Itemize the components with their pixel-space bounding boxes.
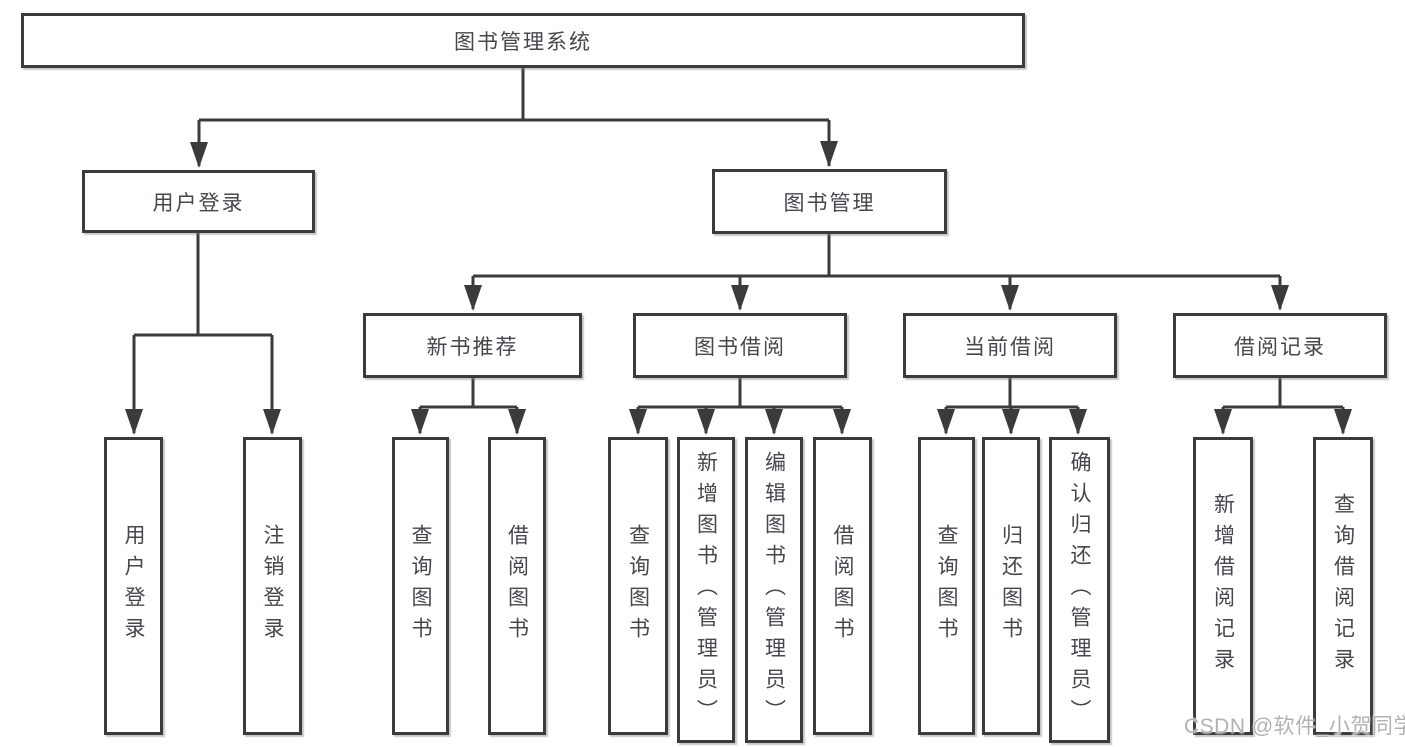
node-book-borrowing: 图书借阅 <box>633 313 847 378</box>
node-leaf-return-books: 归还图书 <box>982 437 1040 735</box>
node-leaf-confirm-return-admin: 确认归还（管理员） <box>1049 437 1110 743</box>
node-root-library-management-system: 图书管理系统 <box>21 13 1025 68</box>
csdn-watermark: CSDN @软件_小贺同学 <box>1184 715 1405 738</box>
node-leaf-user-login: 用户登录 <box>104 437 163 735</box>
node-leaf-query-books-borrowing: 查询图书 <box>608 437 668 735</box>
node-leaf-borrow-books: 借阅图书 <box>813 437 872 735</box>
node-leaf-add-books-admin: 新增图书（管理员） <box>677 437 735 743</box>
node-leaf-query-books-current: 查询图书 <box>918 437 975 735</box>
node-leaf-add-borrow-record: 新增借阅记录 <box>1193 437 1253 735</box>
node-new-book-recommend: 新书推荐 <box>363 313 582 378</box>
node-leaf-query-borrow-record: 查询借阅记录 <box>1313 437 1373 735</box>
node-user-login: 用户登录 <box>82 170 315 233</box>
node-leaf-edit-books-admin: 编辑图书（管理员） <box>745 437 803 743</box>
node-current-borrowing: 当前借阅 <box>903 313 1117 378</box>
node-leaf-logout: 注销登录 <box>243 437 302 735</box>
node-leaf-query-books-recommend: 查询图书 <box>392 437 449 735</box>
node-leaf-borrow-books-recommend: 借阅图书 <box>488 437 546 735</box>
node-borrowing-records: 借阅记录 <box>1173 313 1387 378</box>
node-book-management: 图书管理 <box>712 169 947 234</box>
arrowheads <box>125 141 1352 435</box>
